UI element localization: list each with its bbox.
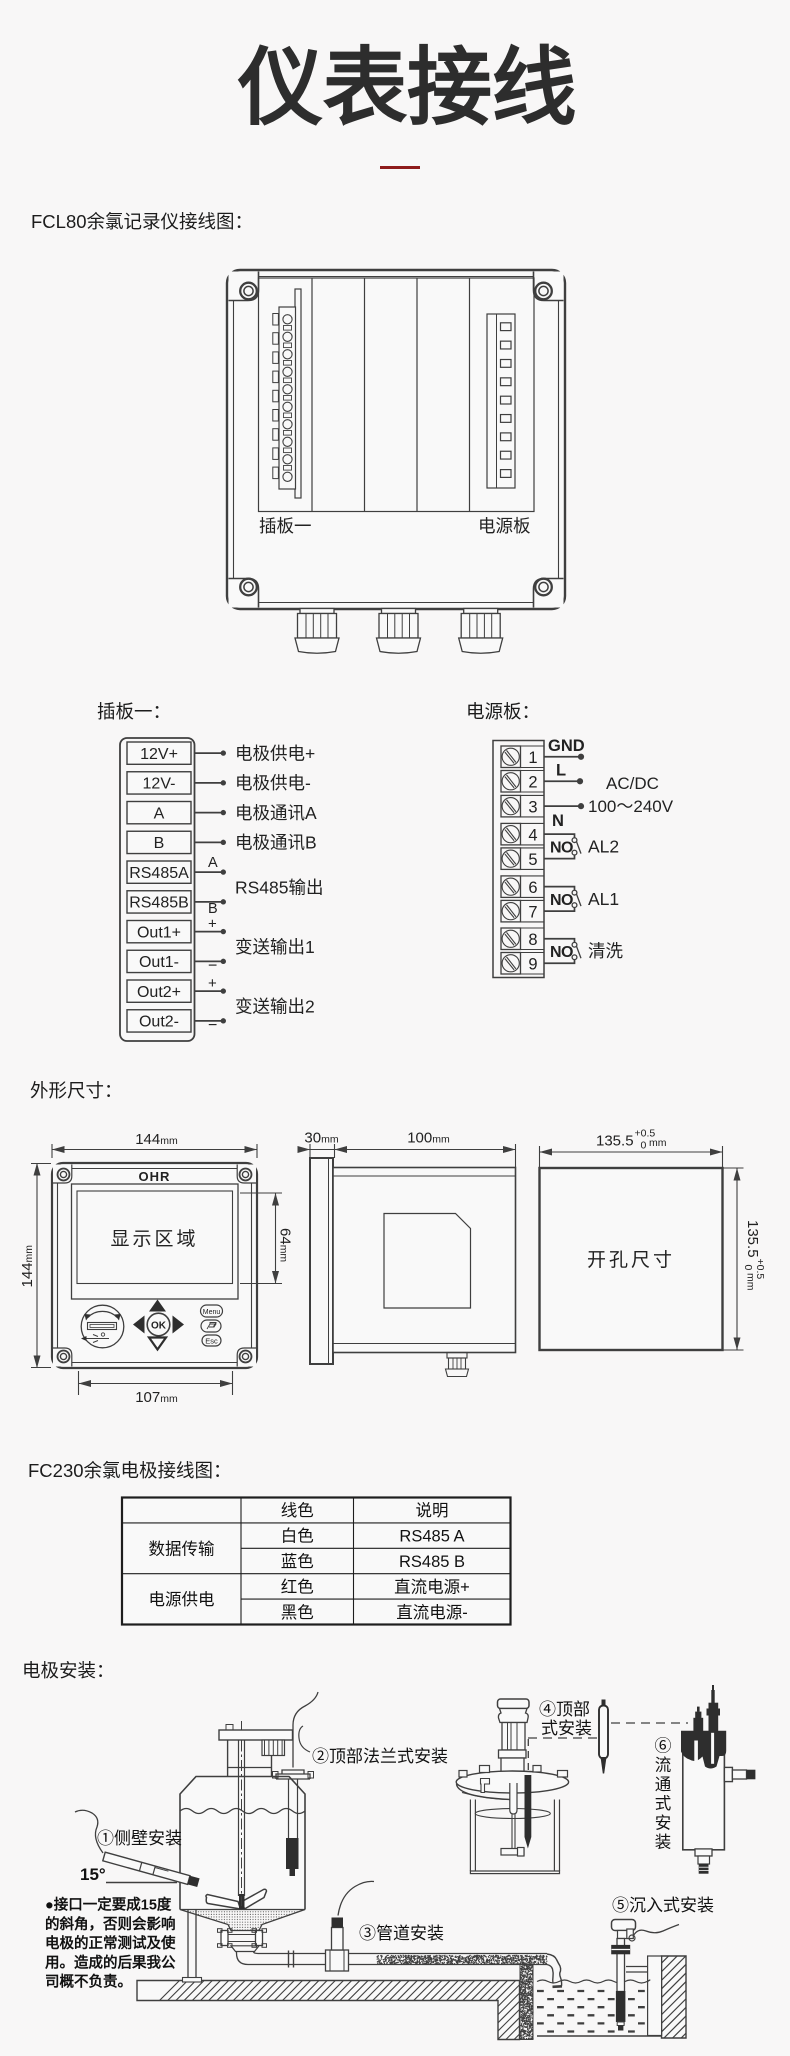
svg-text:⑥: ⑥ xyxy=(655,1737,672,1756)
svg-text:Out1+: Out1+ xyxy=(137,924,181,941)
svg-text:7: 7 xyxy=(528,903,537,921)
svg-text:GND: GND xyxy=(548,737,585,755)
svg-text:Menu: Menu xyxy=(203,1309,221,1316)
svg-text:数据传输: 数据传输 xyxy=(149,1539,216,1558)
svg-text:144mm: 144mm xyxy=(19,1245,36,1288)
svg-text:电极供电-: 电极供电- xyxy=(235,773,311,793)
svg-text:+0.5: +0.5 xyxy=(754,1259,766,1280)
svg-text:+: + xyxy=(208,975,217,992)
svg-text:6: 6 xyxy=(528,879,537,897)
svg-text:8: 8 xyxy=(528,931,537,949)
svg-text:135.5: 135.5 xyxy=(596,1133,634,1150)
svg-text:流: 流 xyxy=(655,1756,672,1775)
svg-text:电极供电+: 电极供电+ xyxy=(235,743,315,763)
svg-text:红色: 红色 xyxy=(281,1577,314,1596)
svg-text:电极通讯B: 电极通讯B xyxy=(235,833,317,853)
svg-text:64mm: 64mm xyxy=(277,1228,294,1262)
svg-text:③管道安装: ③管道安装 xyxy=(359,1924,444,1943)
svg-text:④顶部: ④顶部 xyxy=(539,1700,590,1719)
svg-text:Out1-: Out1- xyxy=(139,954,179,971)
svg-text:9: 9 xyxy=(528,956,537,974)
svg-text:电源供电: 电源供电 xyxy=(149,1590,215,1609)
svg-text:3: 3 xyxy=(528,798,537,816)
svg-text:Out2+: Out2+ xyxy=(137,984,181,1001)
svg-text:式安装: 式安装 xyxy=(541,1719,592,1738)
svg-text:式: 式 xyxy=(655,1794,672,1813)
svg-text:电源板: 电源板 xyxy=(478,516,531,536)
svg-text:OK: OK xyxy=(151,1321,167,1332)
svg-text:12V+: 12V+ xyxy=(140,746,178,763)
svg-text:线色: 线色 xyxy=(281,1501,314,1520)
svg-text:AL1: AL1 xyxy=(588,889,619,909)
svg-text:1: 1 xyxy=(528,749,537,767)
svg-text:135.5: 135.5 xyxy=(744,1220,761,1258)
svg-text:RS485输出: RS485输出 xyxy=(235,877,324,897)
svg-text:4: 4 xyxy=(528,826,537,844)
svg-text:AC/DC: AC/DC xyxy=(606,774,659,793)
svg-text:NO: NO xyxy=(550,892,573,909)
svg-text:安: 安 xyxy=(655,1813,672,1832)
svg-text:RS485 A: RS485 A xyxy=(399,1528,464,1546)
svg-text:RS485A: RS485A xyxy=(129,865,189,882)
svg-text:电极通讯A: 电极通讯A xyxy=(235,803,317,823)
svg-text:A: A xyxy=(208,855,218,871)
svg-text:RS485B: RS485B xyxy=(129,895,189,912)
svg-text:100mm: 100mm xyxy=(407,1130,450,1147)
svg-text:蓝色: 蓝色 xyxy=(281,1552,314,1571)
svg-text:Esc: Esc xyxy=(205,1336,218,1345)
svg-text:白色: 白色 xyxy=(281,1527,314,1546)
svg-text:②顶部法兰式安装: ②顶部法兰式安装 xyxy=(312,1747,448,1766)
svg-text:NO: NO xyxy=(550,839,573,856)
svg-text:0: 0 xyxy=(641,1140,647,1152)
svg-text:0: 0 xyxy=(742,1265,754,1271)
svg-text:+: + xyxy=(208,916,217,933)
svg-text:直流电源+: 直流电源+ xyxy=(394,1577,470,1596)
svg-text:用。造成的后果我公: 用。造成的后果我公 xyxy=(45,1953,176,1971)
svg-text:插板一: 插板一 xyxy=(259,516,312,536)
svg-text:●接口一定要成15度: ●接口一定要成15度 xyxy=(45,1896,172,1914)
svg-text:A: A xyxy=(154,805,165,822)
svg-text:装: 装 xyxy=(655,1833,672,1852)
svg-text:L: L xyxy=(556,761,566,779)
svg-text:144mm: 144mm xyxy=(135,1131,178,1148)
svg-text:100～240V: 100～240V xyxy=(588,797,674,816)
svg-text:−: − xyxy=(208,957,217,974)
svg-text:5: 5 xyxy=(528,851,537,869)
svg-text:B: B xyxy=(208,901,218,917)
svg-text:说明: 说明 xyxy=(416,1501,449,1520)
svg-text:⑤沉入式安装: ⑤沉入式安装 xyxy=(612,1896,714,1915)
svg-text:mm: mm xyxy=(745,1273,757,1291)
svg-text:−: − xyxy=(208,1017,217,1034)
svg-text:变送输出1: 变送输出1 xyxy=(235,937,315,957)
svg-text:NO: NO xyxy=(550,944,573,961)
svg-text:的斜角，否则会影响: 的斜角，否则会影响 xyxy=(45,1915,176,1933)
svg-text:B: B xyxy=(154,835,165,852)
svg-text:变送输出2: 变送输出2 xyxy=(235,996,315,1016)
svg-text:司概不负责。: 司概不负责。 xyxy=(45,1973,132,1991)
svg-text:直流电源-: 直流电源- xyxy=(396,1603,468,1622)
svg-text:+0.5: +0.5 xyxy=(635,1128,656,1140)
svg-text:Out2-: Out2- xyxy=(139,1014,179,1031)
svg-text:12V-: 12V- xyxy=(143,776,176,793)
svg-text:107mm: 107mm xyxy=(135,1389,178,1406)
svg-text:①侧壁安装: ①侧壁安装 xyxy=(97,1829,182,1848)
svg-text:开孔尺寸: 开孔尺寸 xyxy=(587,1249,675,1271)
svg-text:mm: mm xyxy=(649,1137,667,1149)
svg-text:RS485 B: RS485 B xyxy=(399,1553,465,1571)
svg-text:N: N xyxy=(552,812,564,830)
svg-text:黑色: 黑色 xyxy=(281,1603,314,1622)
svg-text:通: 通 xyxy=(655,1775,672,1794)
svg-text:电极的正常测试及使: 电极的正常测试及使 xyxy=(45,1934,176,1952)
svg-text:2: 2 xyxy=(528,774,537,792)
svg-text:清洗: 清洗 xyxy=(588,941,623,961)
svg-text:AL2: AL2 xyxy=(588,836,619,856)
svg-text:显示区域: 显示区域 xyxy=(110,1228,198,1250)
svg-text:30mm: 30mm xyxy=(304,1130,338,1147)
svg-text:OHR: OHR xyxy=(139,1169,171,1184)
svg-text:15°: 15° xyxy=(80,1865,106,1884)
